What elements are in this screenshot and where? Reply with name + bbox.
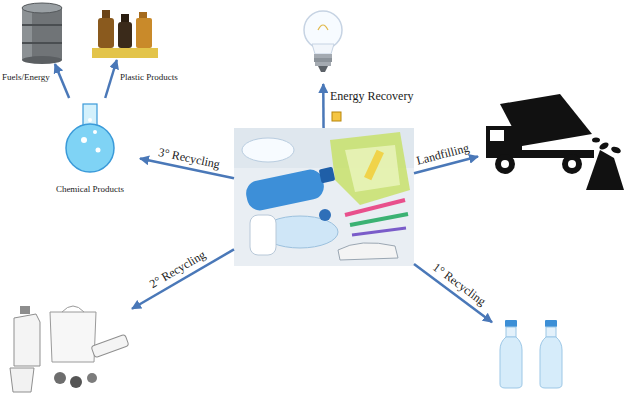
arrow-label: 1° Recycling bbox=[430, 261, 488, 309]
landfill-truck bbox=[478, 82, 626, 192]
chemical-flask bbox=[66, 104, 114, 172]
secondary-products bbox=[14, 314, 40, 366]
plastic-products bbox=[136, 18, 152, 48]
recycled-bottles bbox=[505, 320, 517, 327]
plastic-waste-photo bbox=[244, 167, 327, 213]
landfill-truck bbox=[586, 150, 624, 190]
recycled-bottles bbox=[506, 327, 516, 337]
flow-arrow bbox=[322, 84, 325, 128]
recycled-bottles bbox=[545, 320, 557, 327]
plastic-products bbox=[118, 22, 132, 48]
plastic-waste-photo bbox=[319, 167, 336, 184]
flow-arrow bbox=[105, 60, 117, 98]
arrow-label: Landfilling bbox=[416, 142, 472, 169]
fuel-barrel bbox=[18, 2, 66, 64]
plastic-products bbox=[102, 10, 110, 18]
landfill-truck bbox=[610, 145, 621, 154]
secondary-products bbox=[87, 373, 97, 383]
light-bulb bbox=[304, 11, 342, 49]
plastic-waste-photo bbox=[352, 228, 406, 235]
secondary-products bbox=[62, 306, 84, 312]
arrow-label: 2° Recycling bbox=[148, 249, 209, 292]
fuel-barrel bbox=[22, 3, 62, 64]
plastic-products bbox=[98, 18, 114, 48]
landfill-truck bbox=[490, 130, 504, 141]
plastic-waste-photo bbox=[242, 138, 294, 162]
plastic-products bbox=[121, 14, 129, 22]
flow-arrow bbox=[55, 64, 69, 98]
fuel-barrel bbox=[22, 42, 62, 44]
fuel-barrel bbox=[22, 56, 62, 64]
fuel-barrel bbox=[22, 3, 62, 13]
secondary-products bbox=[70, 376, 82, 388]
secondary-products bbox=[91, 334, 129, 358]
plastic-waste-photo bbox=[350, 214, 408, 225]
landfill-truck bbox=[568, 160, 576, 168]
recycled-bottles bbox=[546, 327, 556, 337]
secondary-products bbox=[54, 372, 66, 384]
fuel-barrel bbox=[22, 8, 32, 60]
light-bulb bbox=[318, 66, 328, 72]
plastic-waste-photo bbox=[234, 128, 414, 266]
plastic-waste-photo bbox=[330, 132, 410, 205]
node-label: Chemical Products bbox=[56, 184, 124, 198]
recycled-bottles bbox=[500, 320, 562, 388]
landfill-truck bbox=[501, 160, 509, 168]
plastic-products bbox=[92, 48, 158, 58]
fuel-barrel bbox=[22, 24, 62, 26]
chemical-flask bbox=[88, 118, 92, 122]
landfill-truck bbox=[598, 141, 610, 151]
light-bulb bbox=[314, 58, 332, 62]
light-bulb bbox=[304, 11, 342, 72]
energy-icon bbox=[332, 112, 341, 121]
chemical-flask bbox=[96, 148, 101, 153]
light-bulb bbox=[318, 25, 328, 30]
recycled-bottles bbox=[492, 312, 572, 392]
chemical-flask bbox=[66, 124, 114, 172]
secondary-products bbox=[20, 306, 30, 314]
secondary-products bbox=[10, 368, 34, 392]
light-bulb bbox=[315, 62, 331, 66]
arrow-label: Plastic Products bbox=[120, 72, 178, 82]
recycled-bottles bbox=[500, 337, 522, 388]
recycled-bottles bbox=[540, 337, 562, 388]
landfill-truck bbox=[592, 138, 600, 143]
landfill-truck bbox=[495, 154, 515, 174]
plastic-products bbox=[92, 6, 158, 60]
plastic-waste-photo bbox=[234, 128, 414, 266]
light-bulb bbox=[314, 54, 332, 58]
chemical-flask bbox=[83, 104, 97, 126]
secondary-products bbox=[10, 306, 129, 392]
arrow-label: 3° Recycling bbox=[157, 145, 221, 171]
chemical-flask bbox=[81, 137, 87, 143]
plastic-products bbox=[92, 10, 158, 58]
chemical-flask bbox=[93, 130, 97, 134]
light-bulb bbox=[300, 4, 346, 84]
plastic-waste-photo bbox=[345, 200, 405, 215]
chemical-flask: Chemical Products bbox=[40, 98, 140, 198]
plastic-waste-photo bbox=[250, 215, 276, 255]
landfill-truck bbox=[562, 154, 582, 174]
fuel-barrel bbox=[22, 8, 62, 60]
plastic-waste-photo bbox=[338, 243, 398, 260]
arrow-label: Energy Recovery bbox=[330, 90, 413, 104]
plastic-waste-photo bbox=[345, 145, 400, 192]
flow-arrow bbox=[132, 249, 234, 308]
plastic-waste-photo bbox=[319, 209, 331, 221]
secondary-products bbox=[4, 298, 132, 394]
plastic-waste-photo bbox=[234, 128, 414, 266]
landfill-truck bbox=[486, 94, 624, 190]
secondary-products bbox=[50, 312, 96, 362]
arrow-label: Fuels/Energy bbox=[2, 72, 50, 82]
plastic-waste-photo bbox=[364, 150, 384, 181]
energy-icon bbox=[332, 112, 341, 121]
plastic-products bbox=[139, 12, 147, 18]
light-bulb bbox=[312, 44, 334, 54]
